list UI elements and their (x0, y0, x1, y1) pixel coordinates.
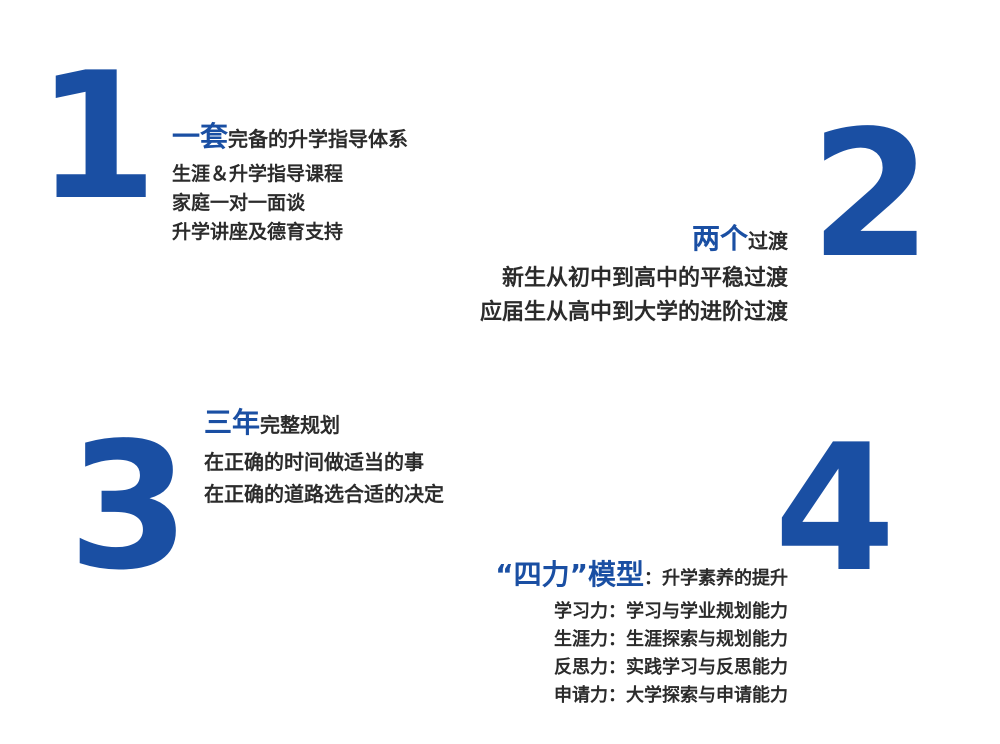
section-3-heading-rest: 完整规划 (260, 413, 341, 437)
section-2-heading: 两个过渡 (480, 220, 788, 262)
section-4-line: 学习力：学习与学业规划能力 (554, 601, 788, 622)
section-2-heading-accent: 两个 (691, 222, 748, 255)
section-1-heading-rest: 完备的升学指导体系 (228, 127, 409, 151)
section-2-block: 两个过渡 新生从初中到高中的平稳过渡 应届生从高中到大学的进阶过渡 (480, 220, 788, 330)
section-4-heading-rest: ：升学素养的提升 (644, 568, 788, 589)
section-number-1: 1 (36, 36, 158, 239)
section-number-2: 2 (810, 94, 932, 297)
section-3-heading-accent: 三年 (204, 406, 261, 439)
section-1-line: 家庭一对一面谈 (172, 192, 306, 214)
section-number-3: 3 (68, 406, 190, 609)
section-1-heading-accent: 一套 (172, 120, 229, 153)
section-1-heading: 一套完备的升学指导体系 (172, 118, 408, 160)
section-4-block: “四力”模型：升学素养的提升 学习力：学习与学业规划能力 生涯力：生涯探索与规划… (495, 556, 788, 710)
section-3-line: 在正确的时间做适当的事 (204, 450, 424, 474)
section-3-line: 在正确的道路选合适的决定 (204, 482, 444, 506)
section-4-line: 反思力：实践学习与反思能力 (554, 657, 788, 678)
section-3-heading: 三年完整规划 (204, 404, 444, 446)
section-4-heading: “四力”模型：升学素养的提升 (495, 556, 788, 598)
section-4-heading-accent: “四力”模型 (495, 558, 644, 591)
section-number-4: 4 (774, 408, 896, 611)
section-1-line: 升学讲座及德育支持 (172, 221, 344, 243)
section-2-line: 应届生从高中到大学的进阶过渡 (479, 300, 788, 325)
section-4-line: 生涯力：生涯探索与规划能力 (554, 629, 788, 650)
section-2-heading-rest: 过渡 (748, 229, 788, 253)
section-3-block: 三年完整规划 在正确的时间做适当的事 在正确的道路选合适的决定 (204, 404, 444, 510)
section-4-line: 申请力：大学探索与申请能力 (554, 685, 788, 706)
section-1-line: 生涯＆升学指导课程 (172, 163, 344, 185)
section-1-block: 一套完备的升学指导体系 生涯＆升学指导课程 家庭一对一面谈 升学讲座及德育支持 (172, 118, 408, 247)
section-2-line: 新生从初中到高中的平稳过渡 (501, 266, 788, 291)
